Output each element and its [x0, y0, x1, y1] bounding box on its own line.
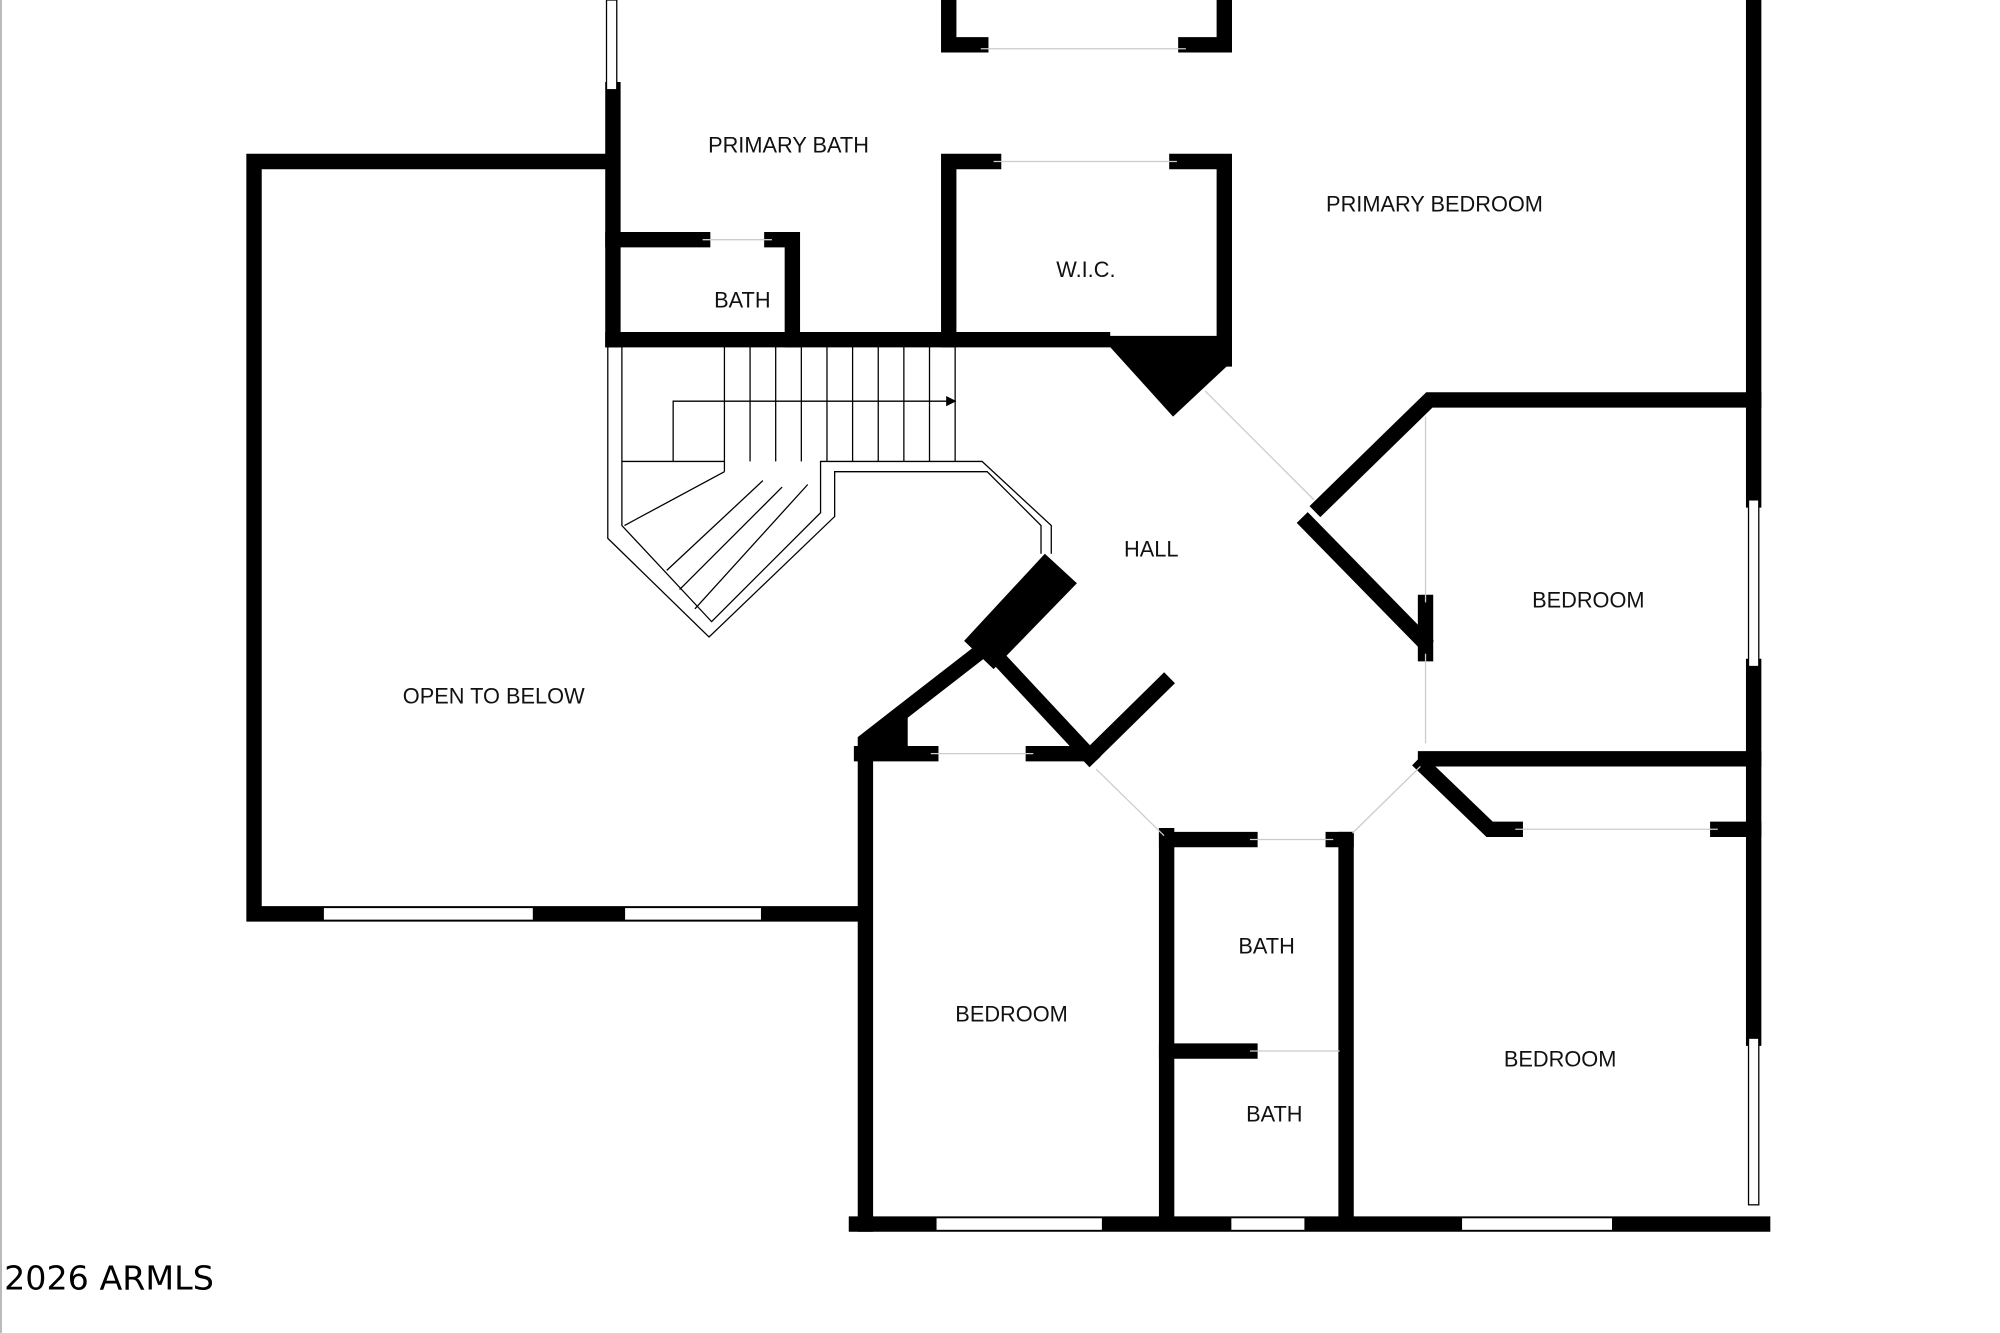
room-labels: PRIMARY BATH PRIMARY BEDROOM W.I.C. BATH… — [403, 133, 1645, 1127]
label-bath-small: BATH — [714, 288, 770, 313]
watermark: 2026 ARMLS — [4, 1258, 214, 1297]
walls — [246, 0, 1771, 1232]
label-wic: W.I.C. — [1056, 257, 1115, 282]
windows — [322, 0, 1760, 1232]
label-bedroom-left: BEDROOM — [955, 1002, 1067, 1027]
image-edge — [0, 0, 2, 1333]
label-hall: HALL — [1124, 536, 1178, 561]
label-bedroom-bottom-right: BEDROOM — [1504, 1046, 1616, 1071]
label-primary-bedroom: PRIMARY BEDROOM — [1326, 191, 1543, 216]
label-bath-lower: BATH — [1246, 1102, 1302, 1127]
label-primary-bath: PRIMARY BATH — [708, 133, 869, 158]
staircase — [607, 343, 1052, 638]
label-bedroom-right: BEDROOM — [1532, 588, 1644, 613]
label-bath-upper: BATH — [1238, 934, 1294, 959]
label-open-to-below: OPEN TO BELOW — [403, 684, 585, 709]
